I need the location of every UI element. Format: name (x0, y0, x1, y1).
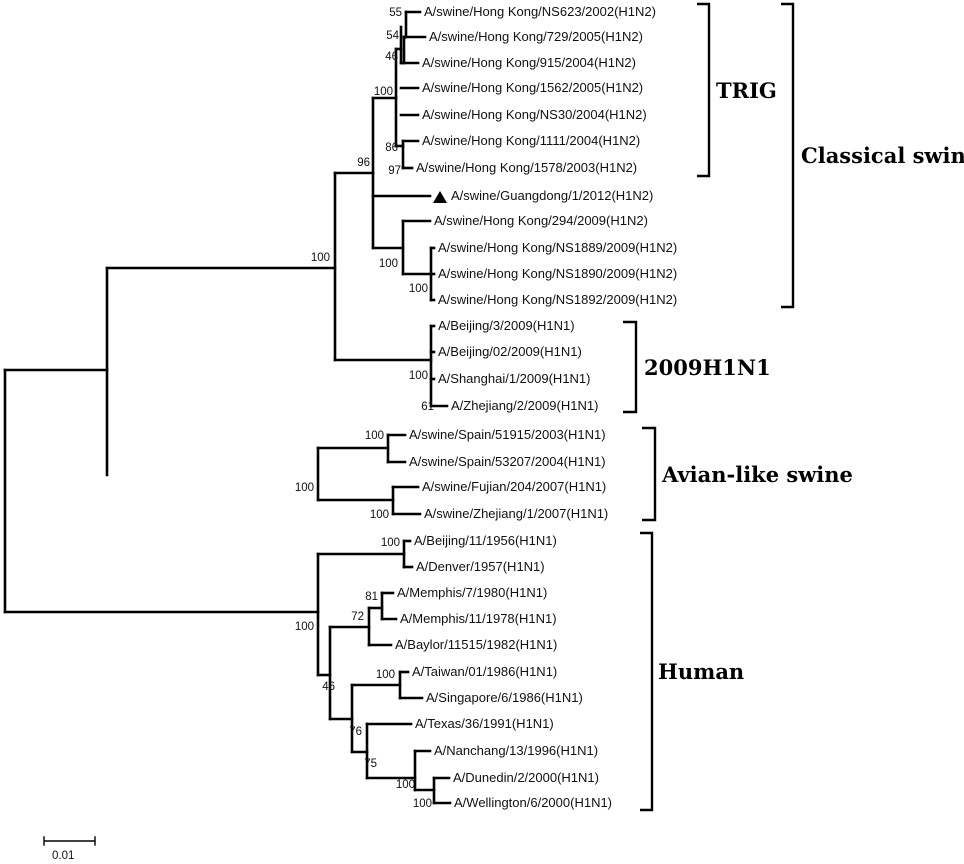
leaf-label: A/swine/Fujian/204/2007(H1N1) (422, 479, 606, 494)
leaf-label: A/swine/Hong Kong/NS1890/2009(H1N2) (438, 266, 677, 281)
bootstrap-value: 100 (295, 482, 314, 494)
bootstrap-value: 96 (357, 157, 370, 169)
clade-label-human: Human (658, 659, 744, 684)
leaf-labels: A/swine/Hong Kong/NS623/2002(H1N2) A/swi… (395, 4, 677, 810)
bootstrap-value: 100 (374, 86, 393, 98)
tree-branches (3, 10, 452, 805)
bootstrap-value: 46 (385, 51, 398, 63)
trig-bracket (697, 2, 711, 178)
leaf-label: A/Texas/36/1991(H1N1) (415, 716, 554, 731)
leaf-label: A/swine/Spain/53207/2004(H1N1) (409, 454, 606, 469)
leaf-label: A/Taiwan/01/1986(H1N1) (412, 664, 557, 679)
bootstrap-value: 100 (409, 283, 428, 295)
leaf-label: A/swine/Hong Kong/NS623/2002(H1N2) (424, 4, 656, 19)
leaf-label: A/swine/Spain/51915/2003(H1N1) (409, 427, 606, 442)
leaf-label: A/Denver/1957(H1N1) (416, 559, 545, 574)
bootstrap-value: 97 (388, 165, 401, 177)
leaf-label: A/Dunedin/2/2000(H1N1) (453, 770, 599, 785)
leaf-label: A/swine/Hong Kong/NS1889/2009(H1N2) (438, 240, 677, 255)
bootstrap-values: 55 54 46 100 86 97 96 100 100 100 100 61… (295, 7, 434, 810)
bootstrap-value: 100 (396, 779, 415, 791)
bootstrap-value: 61 (421, 401, 434, 413)
bootstrap-value: 81 (365, 591, 378, 603)
bootstrap-value: 100 (376, 669, 395, 681)
scale-bar-label: 0.01 (52, 850, 74, 862)
bootstrap-value: 100 (379, 258, 398, 270)
clade-label-classical-swine: Classical swine (801, 143, 964, 168)
human-bracket (640, 531, 654, 812)
leaf-label: A/swine/Hong Kong/1578/2003(H1N2) (416, 160, 637, 175)
clade-brackets (623, 2, 795, 812)
leaf-label: A/Beijing/02/2009(H1N1) (438, 344, 582, 359)
leaf-label: A/swine/Guangdong/1/2012(H1N2) (451, 188, 653, 203)
leaf-label: A/Singapore/6/1986(H1N1) (426, 690, 583, 705)
bootstrap-value: 100 (295, 621, 314, 633)
bootstrap-value: 100 (311, 252, 330, 264)
leaf-label: A/Wellington/6/2000(H1N1) (454, 795, 612, 810)
bootstrap-value: 100 (381, 537, 400, 549)
bootstrap-value: 100 (370, 509, 389, 521)
clade-labels: TRIG Classical swine 2009H1N1 Avian-like… (644, 78, 964, 684)
bootstrap-value: 100 (365, 430, 384, 442)
leaf-label: A/Shanghai/1/2009(H1N1) (438, 371, 591, 386)
classical-swine-bracket (781, 2, 795, 309)
bootstrap-value: 76 (349, 726, 362, 738)
leaf-label: A/swine/Hong Kong/NS1892/2009(H1N2) (438, 292, 677, 307)
leaf-label: A/Beijing/3/2009(H1N1) (438, 318, 575, 333)
avian-like-swine-bracket (642, 426, 657, 522)
leaf-label: A/swine/Hong Kong/NS30/2004(H1N2) (422, 107, 647, 122)
leaf-label: A/Baylor/11515/1982(H1N1) (395, 637, 557, 652)
clade-label-2009h1n1: 2009H1N1 (644, 355, 771, 380)
leaf-label: A/Memphis/11/1978(H1N1) (400, 611, 557, 626)
h1n1-2009-bracket (623, 320, 638, 414)
leaf-label: A/swine/Hong Kong/1562/2005(H1N2) (422, 80, 643, 95)
scale-bar: 0.01 (43, 836, 96, 862)
leaf-label: A/Zhejiang/2/2009(H1N1) (451, 398, 598, 413)
bootstrap-value: 55 (389, 7, 402, 19)
bootstrap-value: 75 (364, 758, 377, 770)
leaf-label: A/swine/Zhejiang/1/2007(H1N1) (424, 506, 608, 521)
leaf-label: A/Nanchang/13/1996(H1N1) (434, 743, 598, 758)
bootstrap-value: 46 (322, 681, 335, 693)
bootstrap-value: 100 (413, 798, 432, 810)
bootstrap-value: 86 (385, 142, 398, 154)
leaf-label: A/swine/Hong Kong/729/2005(H1N2) (429, 29, 643, 44)
bootstrap-value: 72 (351, 611, 364, 623)
bootstrap-value: 100 (409, 370, 428, 382)
leaf-label: A/swine/Hong Kong/294/2009(H1N2) (434, 213, 648, 228)
triangle-marker-icon (433, 191, 447, 203)
leaf-label: A/swine/Hong Kong/1111/2004(H1N2) (422, 133, 640, 148)
clade-label-avian-like-swine: Avian-like swine (661, 462, 853, 487)
leaf-label: A/Memphis/7/1980(H1N1) (397, 585, 547, 600)
leaf-label: A/swine/Hong Kong/915/2004(H1N2) (422, 55, 636, 70)
bootstrap-value: 54 (386, 30, 399, 42)
leaf-label: A/Beijing/11/1956(H1N1) (414, 533, 557, 548)
clade-label-trig: TRIG (716, 78, 777, 103)
scale-bar-line (43, 836, 96, 846)
